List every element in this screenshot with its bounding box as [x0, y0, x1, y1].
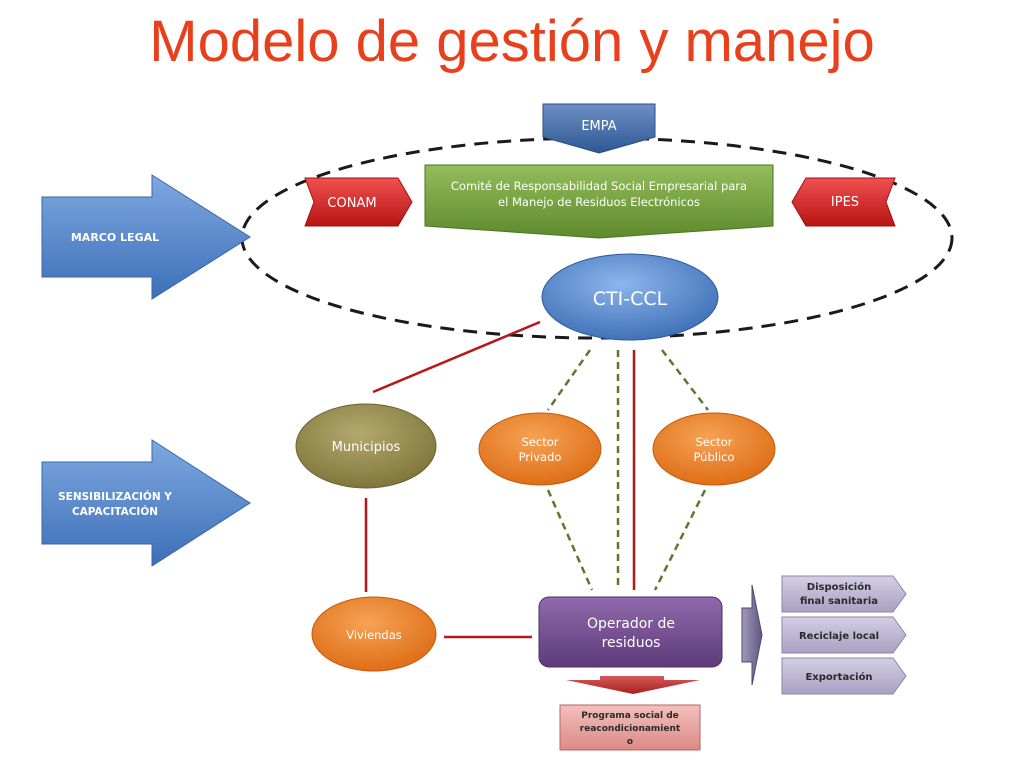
operador-node: Operador de residuos	[538, 596, 723, 668]
marco-legal-label: MARCO LEGAL	[71, 231, 159, 244]
cti-ccl-node: CTI-CCL	[541, 253, 719, 341]
sensibilizacion-label-line2: CAPACITACIÓN	[72, 505, 158, 518]
operador-label-line2: residuos	[602, 635, 661, 651]
viviendas-label: Viviendas	[346, 628, 402, 642]
operador-label-line1: Operador de	[587, 616, 675, 632]
operador-to-outputs-arrow	[741, 584, 763, 686]
municipios-label: Municipios	[332, 440, 401, 455]
comite-label-line2: el Manejo de Residuos Electrónicos	[498, 195, 700, 209]
municipios-node: Municipios	[295, 403, 437, 489]
disposicion-node: Disposición final sanitaria	[781, 575, 907, 613]
connector-cti-municipios	[372, 320, 541, 394]
sector-publico-node: Sector Público	[652, 412, 776, 486]
exportacion-label: Exportación	[805, 671, 872, 683]
sector-publico-label-line2: Público	[693, 450, 734, 464]
sector-publico-label-line1: Sector	[696, 435, 733, 449]
sector-privado-node: Sector Privado	[478, 412, 602, 486]
disposicion-label-line1: Disposición	[807, 581, 871, 593]
comite-node: Comité de Responsabilidad Social Empresa…	[424, 164, 774, 239]
sector-privado-label-line1: Sector	[522, 435, 559, 449]
programa-label-line2: reacondicionamient	[580, 724, 681, 734]
operador-to-programa-arrow	[566, 676, 700, 694]
connector-privado-operador	[546, 489, 594, 591]
conam-label: CONAM	[327, 196, 376, 211]
comite-label-line1: Comité de Responsabilidad Social Empresa…	[451, 179, 747, 193]
reciclaje-node: Reciclaje local	[781, 616, 907, 654]
marco-legal-arrow: MARCO LEGAL	[41, 174, 251, 300]
disposicion-label-line2: final sanitaria	[800, 596, 878, 607]
programa-label-line3: o	[627, 737, 633, 747]
connector-cti-sector-publico	[661, 349, 709, 411]
connector-publico-operador	[653, 489, 707, 591]
sensibilizacion-label-line1: SENSIBILIZACIÓN Y	[58, 490, 172, 503]
ipes-node: IPES	[791, 177, 896, 227]
connector-cti-sector-privado	[546, 349, 592, 411]
reciclaje-label: Reciclaje local	[799, 631, 879, 642]
sector-privado-label-line2: Privado	[519, 450, 562, 464]
ipes-label: IPES	[831, 195, 859, 210]
sensibilizacion-arrow: SENSIBILIZACIÓN Y CAPACITACIÓN	[41, 439, 251, 567]
page-title: Modelo de gestión y manejo	[149, 9, 875, 74]
viviendas-node: Viviendas	[311, 596, 437, 672]
conam-node: CONAM	[304, 177, 413, 227]
exportacion-node: Exportación	[781, 657, 907, 695]
cti-ccl-label: CTI-CCL	[593, 288, 668, 310]
empa-node: EMPA	[542, 103, 656, 154]
programa-label-line1: Programa social de	[581, 711, 679, 721]
programa-node: Programa social de reacondicionamient o	[559, 704, 701, 751]
empa-label: EMPA	[581, 119, 616, 134]
